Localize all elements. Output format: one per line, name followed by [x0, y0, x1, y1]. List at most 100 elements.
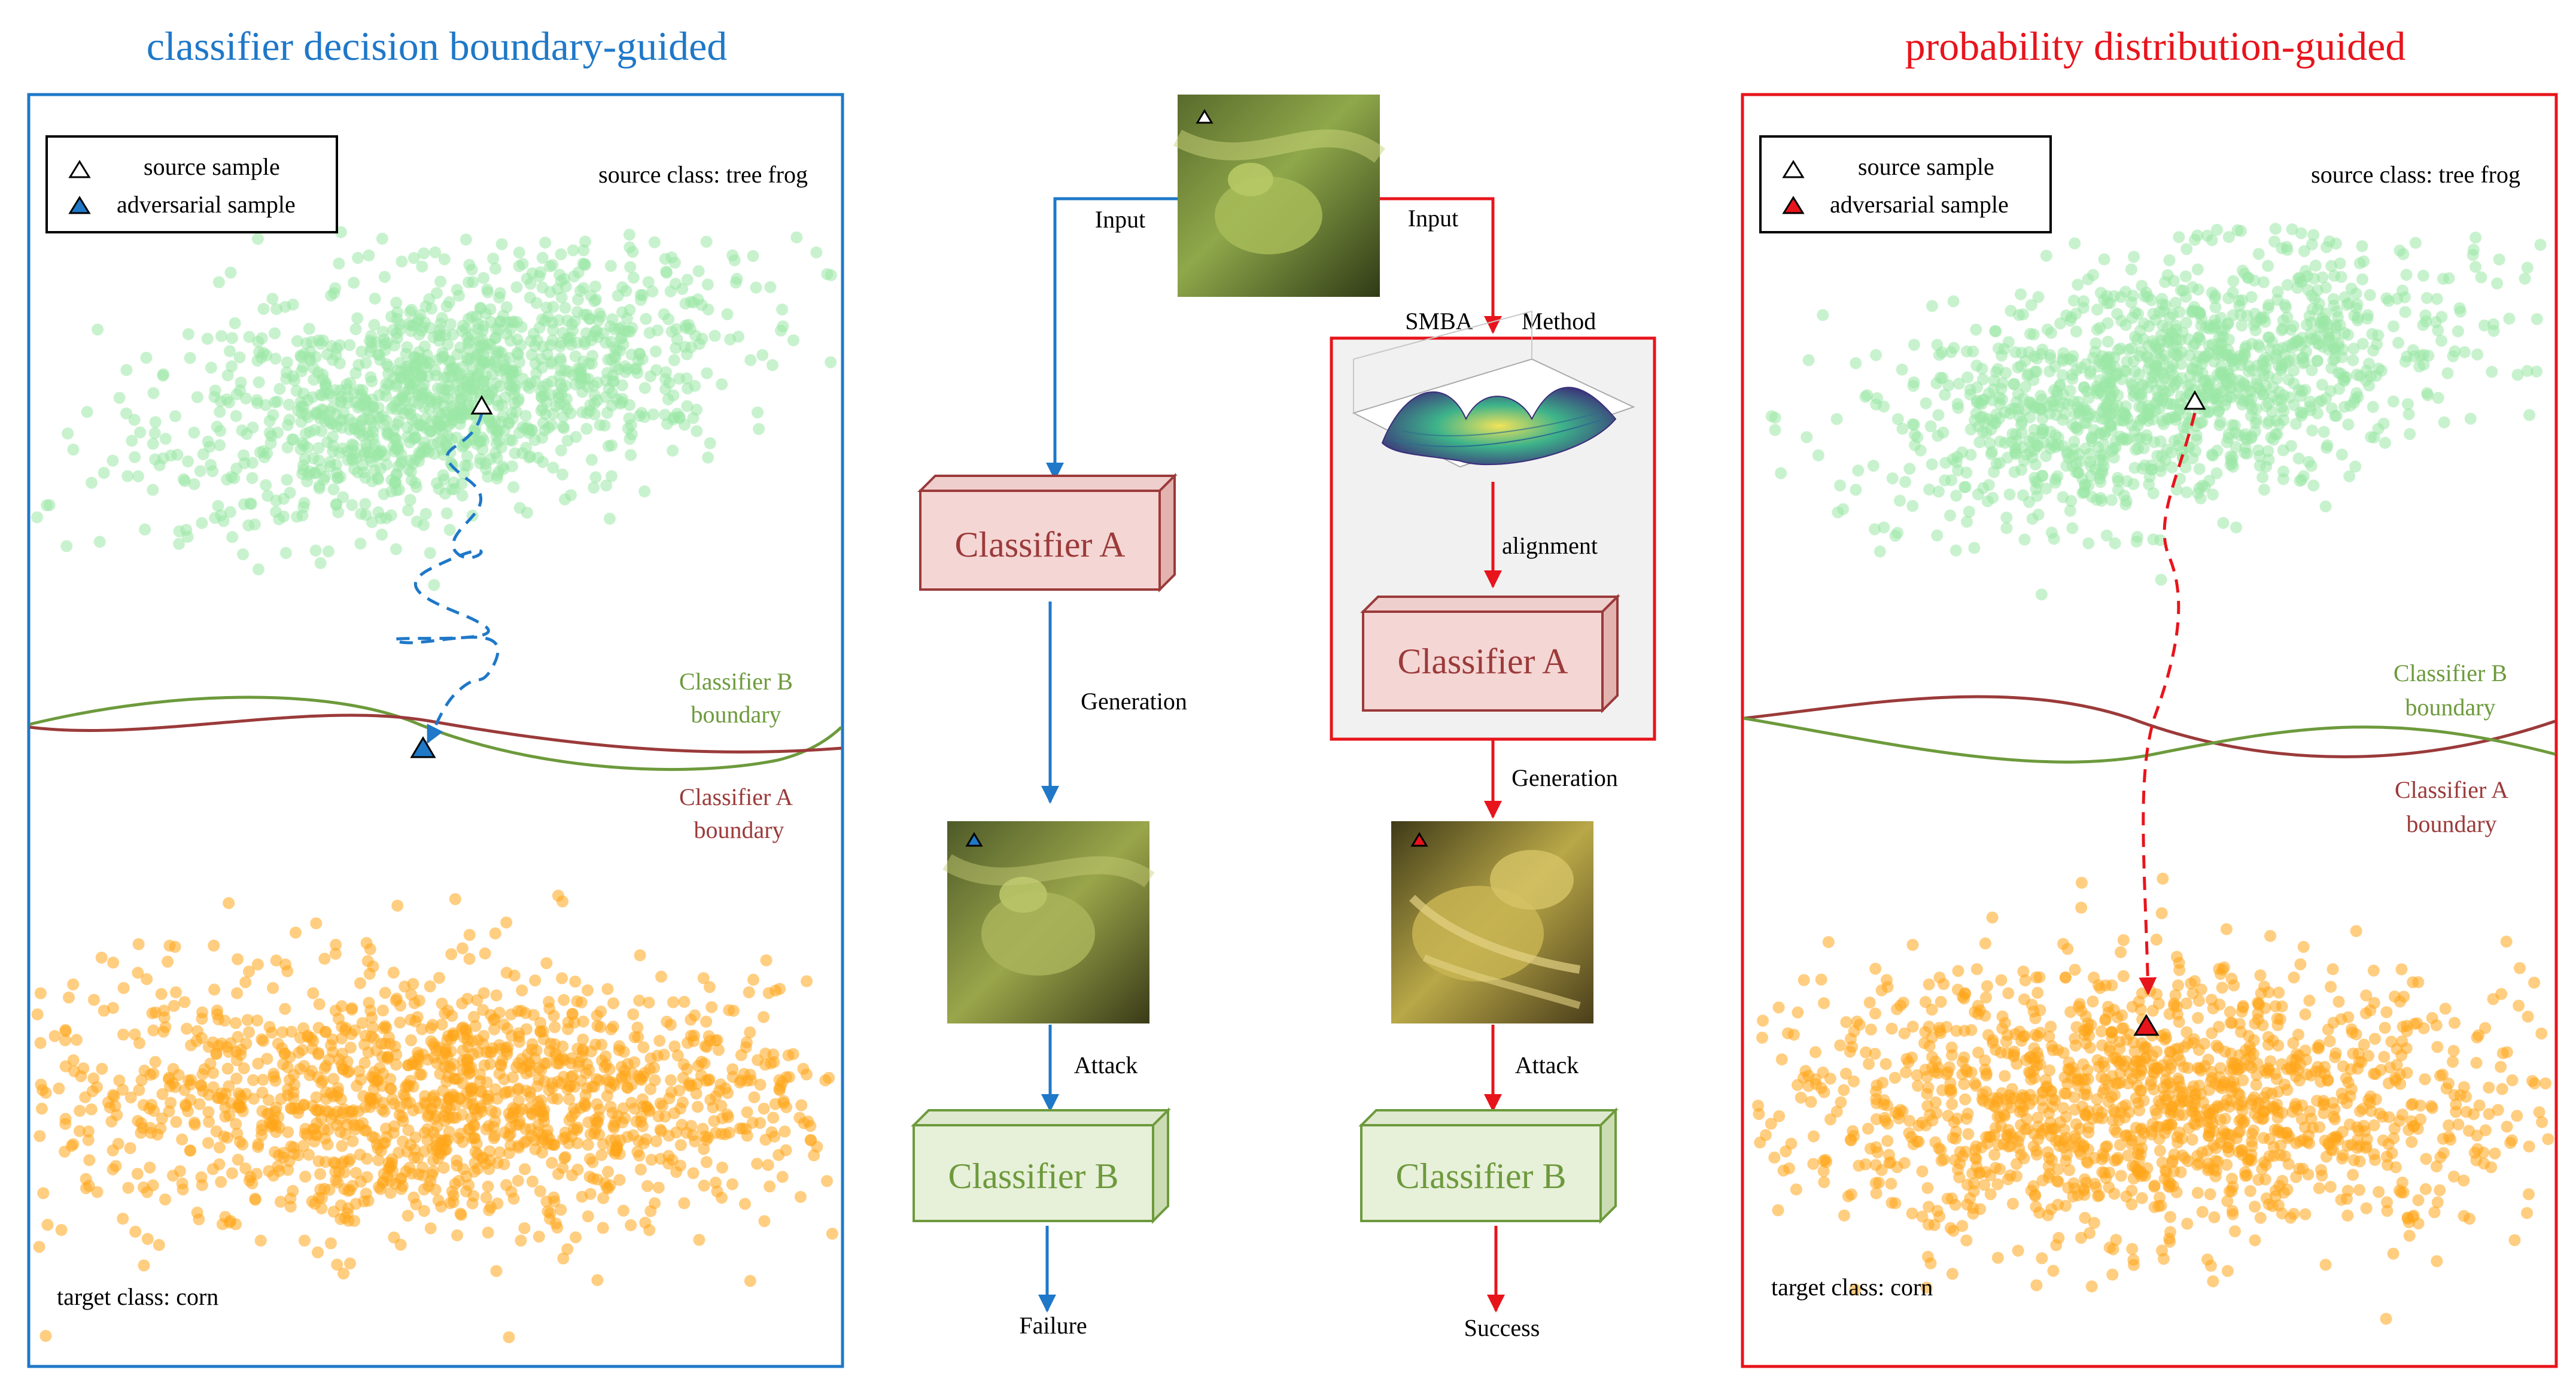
source-point — [2227, 275, 2240, 287]
target-point — [70, 1034, 83, 1046]
target-point — [811, 1141, 823, 1153]
target-point — [491, 1157, 504, 1170]
target-point — [483, 1163, 495, 1176]
source-point — [121, 470, 134, 482]
source-point — [312, 454, 325, 467]
target-point — [2126, 1243, 2139, 1255]
source-point — [93, 536, 106, 548]
target-point — [2448, 1089, 2461, 1101]
target-point — [1916, 1116, 1929, 1129]
source-point — [556, 468, 568, 481]
target-point — [117, 1028, 129, 1041]
source-point — [423, 391, 436, 404]
source-point — [2132, 442, 2145, 455]
source-point — [583, 405, 596, 417]
source-point — [1908, 418, 1920, 431]
target-point — [2249, 1234, 2261, 1247]
source-point — [2265, 432, 2277, 444]
target-point — [490, 1265, 503, 1277]
source-point — [510, 281, 523, 293]
source-point — [2013, 309, 2025, 321]
target-point — [549, 1021, 561, 1034]
source-point — [428, 579, 440, 591]
source-point — [1834, 479, 1847, 492]
target-point — [436, 1018, 448, 1031]
target-point — [367, 1083, 380, 1095]
target-point — [1881, 974, 1893, 986]
source-point — [402, 504, 414, 517]
source-point — [2367, 344, 2380, 357]
source-point — [508, 388, 521, 400]
target-point — [210, 1047, 223, 1060]
source-point — [367, 400, 379, 413]
source-point — [148, 427, 161, 439]
source-point — [2292, 452, 2305, 464]
target-point — [445, 1033, 457, 1046]
source-point — [2269, 223, 2282, 235]
target-point — [2496, 1083, 2508, 1095]
source-point — [2091, 303, 2103, 316]
source-point — [2040, 250, 2052, 262]
target-point — [551, 1222, 564, 1234]
source-point — [2180, 486, 2193, 499]
target-point — [356, 1017, 369, 1029]
source-point — [516, 258, 529, 270]
source-point — [478, 272, 489, 284]
target-point — [2470, 1056, 2483, 1069]
target-point — [394, 1173, 407, 1185]
source-point — [313, 482, 326, 494]
source-point — [624, 241, 636, 254]
source-point — [625, 449, 637, 461]
source-point — [2352, 311, 2364, 324]
source-point — [662, 313, 675, 326]
source-point — [2261, 417, 2274, 430]
target-point — [490, 989, 503, 1001]
target-point — [782, 1049, 795, 1062]
source-point — [1926, 458, 1938, 470]
target-point — [748, 1091, 761, 1104]
source-point — [585, 454, 598, 466]
source-point — [295, 365, 308, 378]
target-point — [1822, 936, 1835, 948]
target-point — [274, 1195, 287, 1208]
source-point — [407, 252, 420, 265]
source-point — [294, 396, 307, 408]
target-point — [462, 1053, 475, 1066]
target-point — [230, 1218, 242, 1231]
source-point — [290, 385, 303, 397]
source-point — [2276, 401, 2288, 414]
source-point — [2109, 537, 2121, 549]
source-point — [539, 236, 552, 249]
source-point — [2262, 302, 2274, 314]
target-point — [532, 1126, 545, 1138]
source-point — [92, 323, 104, 336]
source-point — [206, 465, 219, 478]
target-point — [715, 1099, 728, 1112]
target-point — [2431, 1196, 2444, 1208]
source-point — [2075, 362, 2088, 374]
source-point — [240, 392, 252, 405]
target-point — [41, 1219, 54, 1231]
target-point — [163, 1071, 175, 1084]
source-point — [2295, 227, 2307, 239]
target-point — [597, 1222, 609, 1234]
target-point — [2115, 1170, 2127, 1182]
target-point — [576, 1190, 588, 1203]
target-point — [1838, 1209, 1851, 1222]
source-point — [2040, 482, 2052, 495]
target-point — [2002, 987, 2015, 1000]
target-point — [2229, 1225, 2241, 1238]
source-point — [2447, 350, 2459, 363]
target-point — [1987, 1037, 1999, 1049]
target-point — [59, 1034, 71, 1046]
target-point — [2164, 1211, 2176, 1223]
target-point — [1809, 1046, 1821, 1058]
source-point — [2523, 409, 2536, 421]
source-point — [511, 347, 524, 359]
source-point — [2241, 447, 2253, 460]
target-point — [188, 1119, 201, 1131]
target-point — [535, 1094, 548, 1107]
source-point — [2282, 354, 2295, 367]
target-point — [2159, 1164, 2171, 1177]
left-boundary-a-label-1: Classifier A — [679, 783, 793, 810]
